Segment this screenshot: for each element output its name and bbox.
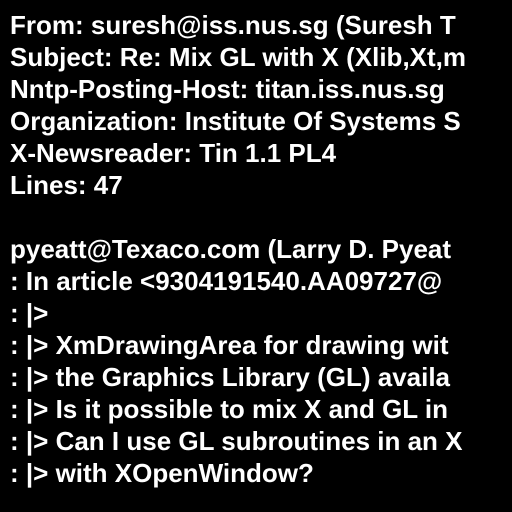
header-nntp-posting-host: Nntp-Posting-Host: titan.iss.nus.sg <box>10 74 445 104</box>
header-lines: Lines: 47 <box>10 170 123 200</box>
body-line: : |> Is it possible to mix X and GL in <box>10 394 449 424</box>
article-text: From: suresh@iss.nus.sg (Suresh T Subjec… <box>10 9 512 489</box>
body-line: pyeatt@Texaco.com (Larry D. Pyeat <box>10 234 452 264</box>
body-line: : |> the Graphics Library (GL) availa <box>10 362 451 392</box>
body-line: : |> Can I use GL subroutines in an X <box>10 426 463 456</box>
header-organization: Organization: Institute Of Systems S <box>10 106 461 136</box>
blank-line <box>10 201 512 233</box>
header-subject: Subject: Re: Mix GL with X (Xlib,Xt,m <box>10 42 467 72</box>
header-newsreader: X-Newsreader: Tin 1.1 PL4 <box>10 138 337 168</box>
body-line: : In article <9304191540.AA09727@ <box>10 266 443 296</box>
body-line: : |> XmDrawingArea for drawing wit <box>10 330 449 360</box>
body-line: : |> with XOpenWindow? <box>10 458 314 488</box>
body-line: : |> <box>10 298 49 328</box>
header-from: From: suresh@iss.nus.sg (Suresh T <box>10 10 456 40</box>
